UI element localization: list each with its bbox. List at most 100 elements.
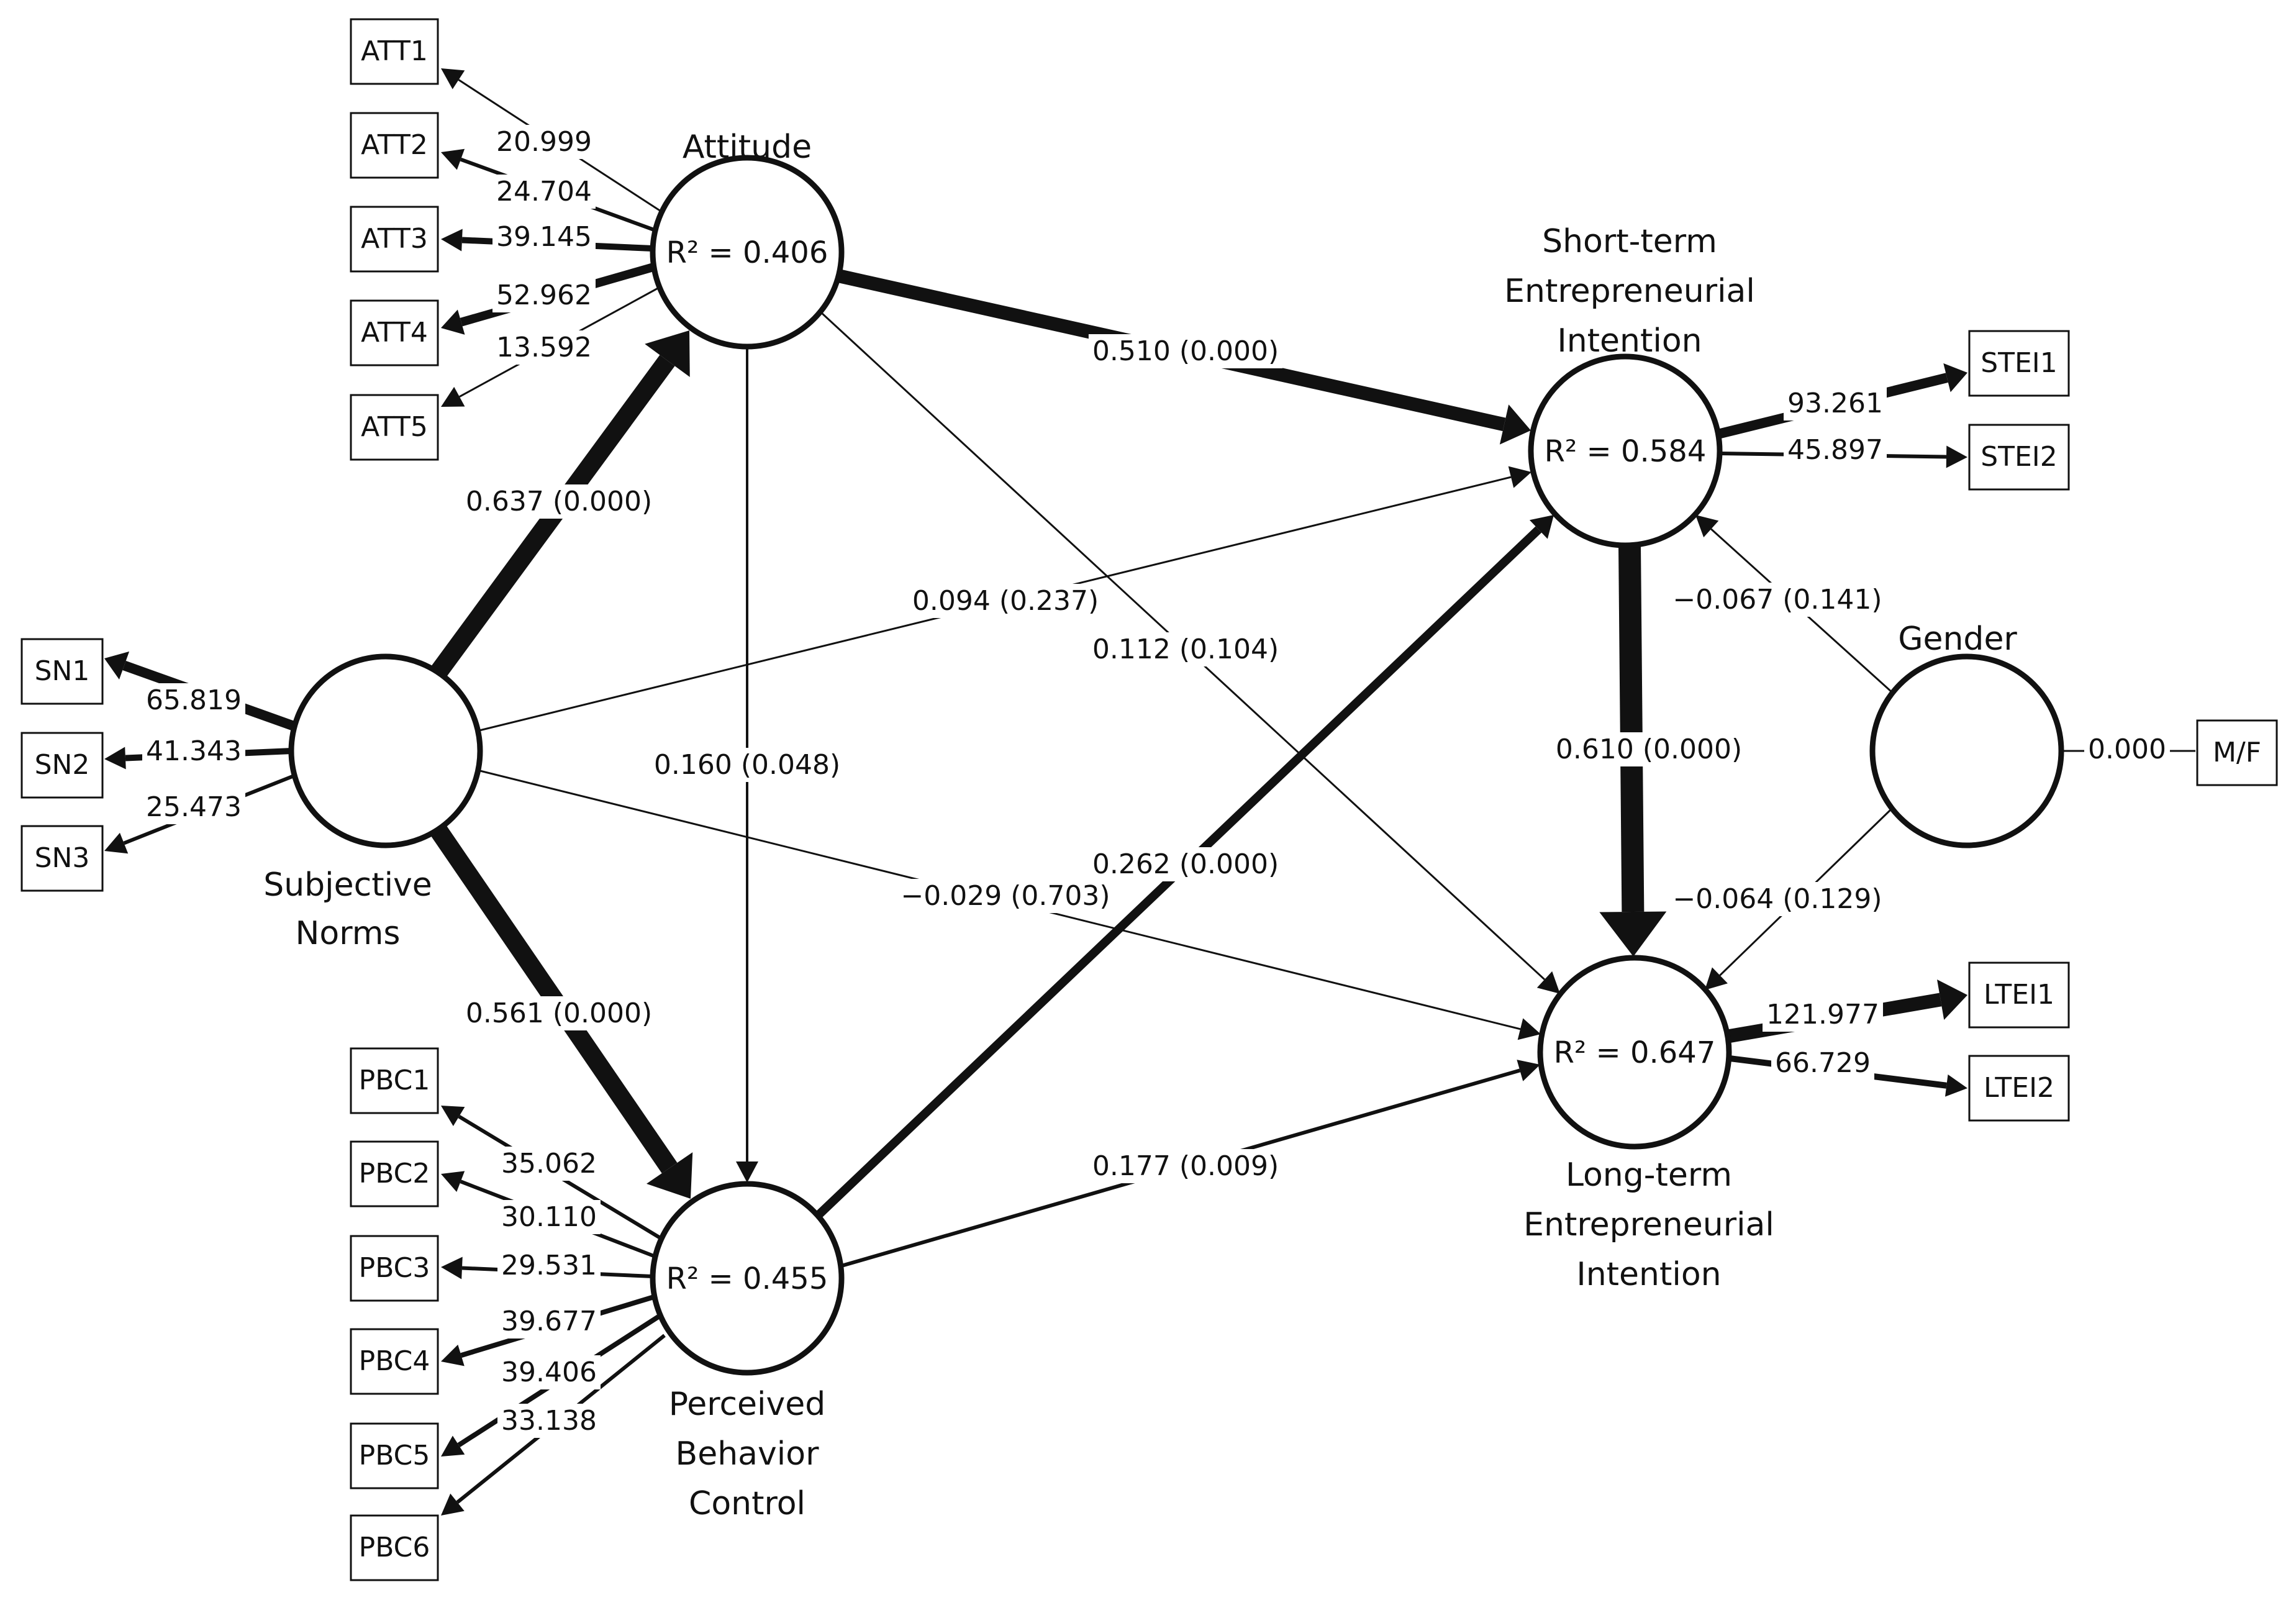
indicator-pbc2: PBC2: [350, 1140, 439, 1207]
indicator-pbc2-box: [350, 1140, 439, 1207]
loading-ltei1-arrowhead: [1937, 979, 1967, 1020]
coef-label-gender-to-stei: −0.067 (0.141): [1672, 584, 1882, 616]
indicator-att1: ATT1: [350, 18, 439, 85]
coef-label-sn-to-pbc-bg: [461, 996, 656, 1030]
coef-label-pbc-to-stei-bg: [1088, 847, 1283, 881]
indicator-pbc2-label: PBC2: [359, 1158, 430, 1189]
indicator-stei1-label: STEI1: [1981, 347, 2058, 379]
indicator-pbc5-label: PBC5: [359, 1440, 430, 1471]
coef-label-sn-to-att: 0.637 (0.000): [466, 486, 652, 517]
indicator-sn3: SN3: [20, 825, 104, 892]
loading-label-sn1: 65.819: [146, 684, 242, 716]
indicator-pbc3-box: [350, 1235, 439, 1302]
coef-label-gender-to-stei-bg: [1669, 583, 1886, 617]
loading-label-att5-bg: [492, 330, 596, 365]
latent-att-label-line: Attitude: [683, 129, 812, 166]
indicator-ltei2: LTEI2: [1968, 1055, 2070, 1122]
indicator-sn2: SN2: [20, 732, 104, 799]
coef-label-sn-to-ltei: −0.029 (0.703): [901, 880, 1110, 912]
path-sn-to-ltei-arrowhead: [1517, 1018, 1541, 1040]
loading-label-att1: 20.999: [496, 126, 592, 158]
loading-label-pbc5: 39.406: [501, 1357, 597, 1388]
indicator-stei1-box: [1968, 330, 2070, 397]
indicator-att5: ATT5: [350, 394, 439, 461]
coef-label-gender-to-ltei-bg: [1669, 882, 1886, 916]
coef-label-pbc-to-ltei-bg: [1088, 1149, 1283, 1183]
coefficient-labels: 0.637 (0.000) 0.561 (0.000) 0.160 (0.048) 0…: [142, 125, 2170, 1438]
path-att-to-ltei-arrowhead: [1536, 971, 1560, 994]
coef-label-att-to-ltei-bg: [1088, 632, 1283, 666]
coef-label-sn-to-ltei-bg: [897, 879, 1114, 913]
indicator-stei2-box: [1968, 424, 2070, 491]
latent-pbc-label-line: Perceived: [669, 1386, 826, 1423]
loading-label-stei2: 45.897: [1787, 434, 1883, 466]
latent-gender-circle: [1869, 653, 2064, 848]
loading-label-pbc2: 30.110: [501, 1201, 597, 1233]
path-sn-to-pbc-arrowhead: [646, 1152, 693, 1199]
loading-label-pbc4-bg: [497, 1304, 601, 1339]
loading-pbc5-arrowhead: [441, 1435, 465, 1457]
indicator-ltei2-box: [1968, 1055, 2070, 1122]
path-stei-to-ltei: [1599, 545, 1667, 957]
loading-label-ltei1: 121.977: [1766, 999, 1879, 1030]
loading-label-pbc5-bg: [497, 1355, 601, 1389]
loading-label-sn3-bg: [142, 790, 245, 824]
latent-ltei: R² = 0.647Long-termEntrepreneurialIntent…: [1523, 955, 1774, 1293]
indicator-pbc6-label: PBC6: [359, 1532, 430, 1563]
loading-label-pbc3: 29.531: [501, 1250, 597, 1281]
coef-label-stei-to-ltei: 0.610 (0.000): [1556, 734, 1742, 765]
indicator-pbc5: PBC5: [350, 1422, 439, 1489]
indicator-att5-box: [350, 394, 439, 461]
coef-label-sn-to-att-bg: [461, 484, 656, 519]
loading-sn1-arrowhead: [104, 651, 130, 680]
loading-label-pbc1: 35.062: [501, 1148, 597, 1180]
coef-label-pbc-to-stei: 0.262 (0.000): [1092, 848, 1279, 880]
latent-ltei-label-line: Entrepreneurial: [1523, 1206, 1774, 1243]
indicator-pbc6-box: [350, 1514, 439, 1581]
loading-label-pbc6: 33.138: [501, 1405, 597, 1437]
latent-pbc-circle: [650, 1181, 845, 1376]
loading-label-att2-bg: [492, 175, 596, 209]
loading-pbc4-arrowhead: [441, 1344, 465, 1366]
indicator-pbc3: PBC3: [350, 1235, 439, 1302]
loading-stei1-arrowhead: [1943, 363, 1967, 393]
loading-label-m-f-bg: [2084, 732, 2170, 766]
coef-label-stei-to-ltei-bg: [1551, 732, 1746, 766]
latent-att-circle: [650, 155, 845, 350]
path-sn-to-att-arrowhead: [645, 330, 690, 377]
loading-sn2-arrowhead: [104, 747, 126, 770]
loading-label-stei2-bg: [1784, 433, 1887, 467]
indicator-att2: ATT2: [350, 112, 439, 179]
loading-stei2-arrowhead: [1946, 445, 1967, 468]
indicator-m-f-label: M/F: [2213, 737, 2261, 768]
coef-label-sn-to-stei: 0.094 (0.237): [912, 585, 1099, 617]
coef-label-att-to-pbc-bg: [650, 748, 845, 782]
indicator-pbc4: PBC4: [350, 1328, 439, 1395]
path-att-to-stei-arrowhead: [1499, 404, 1531, 445]
indicator-pbc6: PBC6: [350, 1514, 439, 1581]
path-pbc-to-stei-arrowhead: [1529, 515, 1554, 539]
latent-ltei-circle: [1537, 955, 1732, 1150]
latent-att-r2: R² = 0.406: [666, 235, 828, 270]
coef-label-att-to-pbc: 0.160 (0.048): [654, 749, 840, 781]
latent-pbc-r2: R² = 0.455: [666, 1261, 828, 1296]
latent-stei-label-line: Short-term: [1542, 223, 1717, 260]
coef-label-gender-to-ltei: −0.064 (0.129): [1672, 883, 1882, 915]
indicator-m-f: M/F: [2196, 719, 2278, 786]
loading-label-pbc4: 39.677: [501, 1306, 597, 1337]
latent-stei: R² = 0.584Short-termEntrepreneurialInten…: [1504, 223, 1755, 548]
coef-label-att-to-ltei: 0.112 (0.104): [1092, 634, 1279, 665]
loading-label-ltei2-bg: [1771, 1046, 1874, 1080]
path-stei-to-ltei-shaft: [1618, 545, 1645, 912]
coef-label-sn-to-pbc: 0.561 (0.000): [466, 998, 652, 1029]
coef-label-att-to-stei-bg: [1088, 334, 1283, 368]
loading-label-stei1-bg: [1784, 386, 1887, 420]
indicator-pbc1: PBC1: [350, 1047, 439, 1114]
indicator-pbc5-box: [350, 1422, 439, 1489]
indicator-m-f-box: [2196, 719, 2278, 786]
indicator-sn2-box: [20, 732, 104, 799]
loading-label-att4-bg: [492, 278, 596, 312]
loading-pbc2-arrowhead: [441, 1171, 465, 1193]
indicator-pbc4-box: [350, 1328, 439, 1395]
